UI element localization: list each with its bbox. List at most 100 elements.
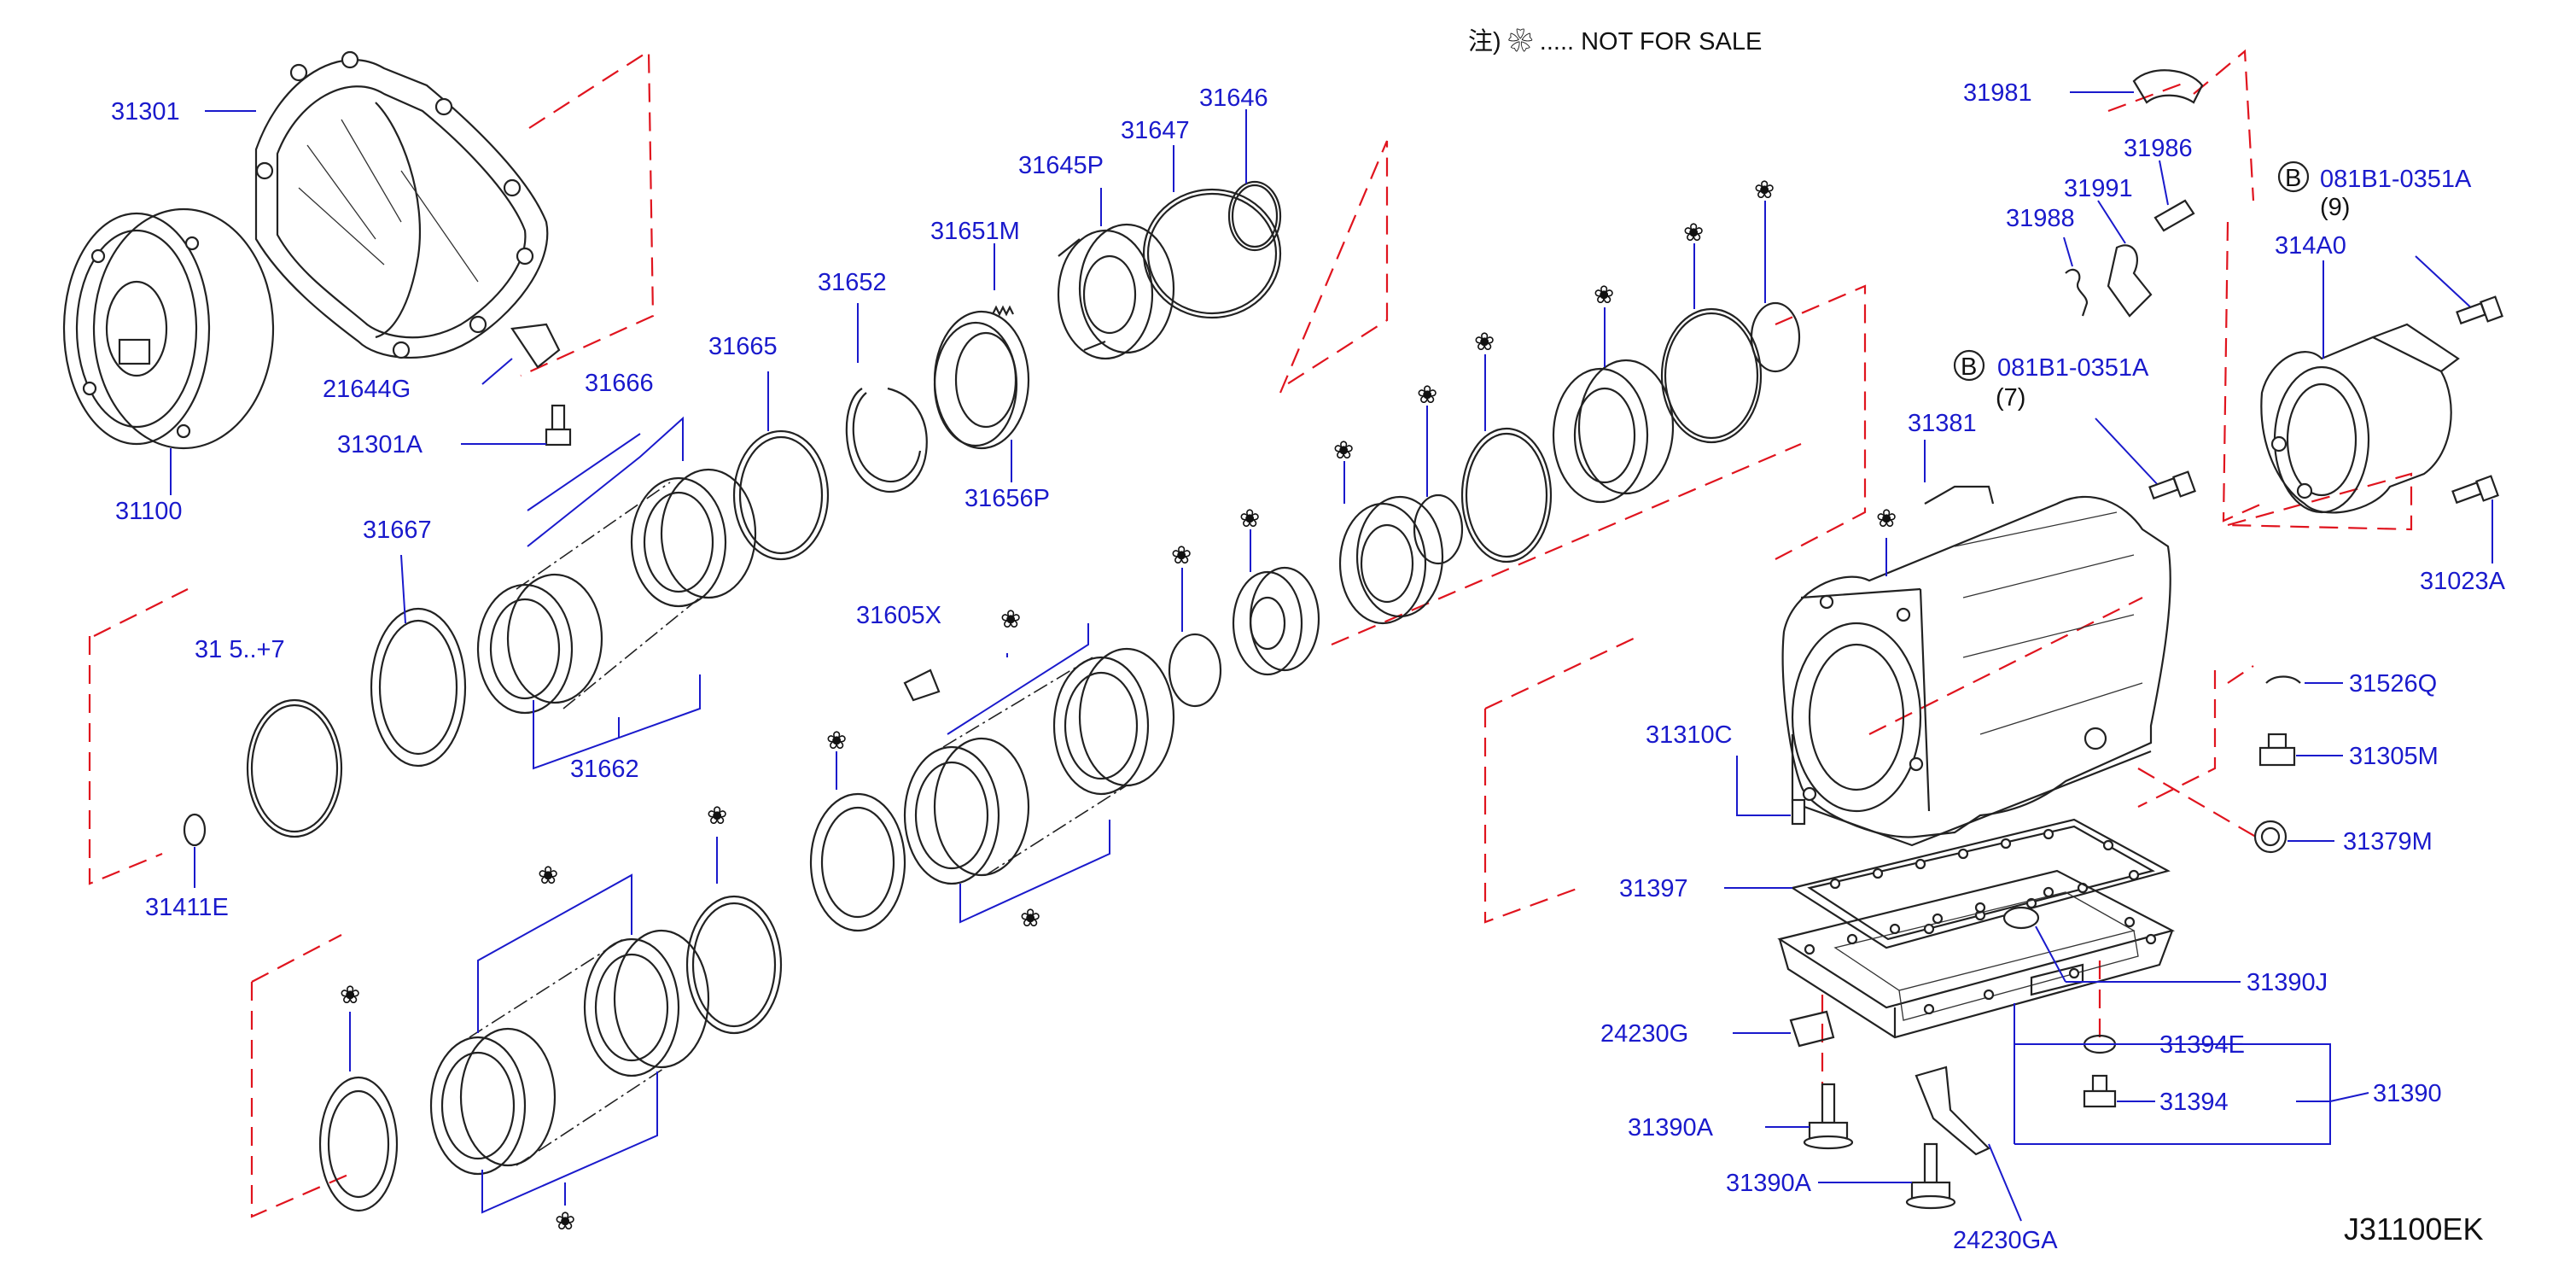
- pin-31986: [2153, 199, 2195, 232]
- label-31023A[interactable]: 31023A: [2420, 568, 2506, 595]
- bolt-31301a: [545, 404, 572, 447]
- label-31390[interactable]: 31390: [2373, 1080, 2442, 1107]
- circle-b-9-letter: B: [2285, 165, 2301, 192]
- label-31100[interactable]: 31100: [115, 498, 183, 525]
- spring-31651m: [992, 305, 1014, 317]
- bolt-31390a-upper: [1803, 1083, 1854, 1150]
- mark-ring-lower: ❀: [707, 803, 727, 830]
- piston-31645p: [1057, 223, 1175, 360]
- mark-case: ❀: [1876, 505, 1897, 533]
- label-31397[interactable]: 31397: [1619, 875, 1688, 902]
- label-31310C[interactable]: 31310C: [1646, 721, 1733, 749]
- label-24230G[interactable]: 24230G: [1600, 1020, 1688, 1048]
- label-31411E[interactable]: 31411E: [145, 894, 229, 921]
- transmission-case: [1781, 495, 2171, 847]
- label-31666[interactable]: 31666: [585, 370, 654, 397]
- label-31301[interactable]: 31301: [111, 98, 180, 126]
- label-31390A-lower[interactable]: 31390A: [1726, 1170, 1812, 1197]
- label-31662[interactable]: 31662: [570, 756, 639, 783]
- label-314A0[interactable]: 314A0: [2275, 232, 2346, 260]
- label-081B1-0351A-7[interactable]: 081B1-0351A: [1997, 354, 2149, 382]
- plug-31305m: [2258, 733, 2296, 767]
- label-31646[interactable]: 31646: [1199, 85, 1268, 112]
- label-31390A-upper[interactable]: 31390A: [1628, 1114, 1714, 1141]
- label-31526Q[interactable]: 31526Q: [2349, 670, 2437, 698]
- label-31991[interactable]: 31991: [2064, 175, 2133, 202]
- label-31645P[interactable]: 31645P: [1018, 152, 1104, 179]
- bolt-31390a-lower: [1905, 1142, 1956, 1210]
- label-31379M[interactable]: 31379M: [2343, 828, 2433, 855]
- bracket-21644g: [510, 323, 561, 369]
- label-31381[interactable]: 31381: [1908, 410, 1977, 437]
- bolt-081b1-9: [2456, 295, 2503, 325]
- label-31305M[interactable]: 31305M: [2349, 743, 2439, 770]
- label-31651M[interactable]: 31651M: [930, 218, 1020, 245]
- oil-pan-gasket-31397: [1790, 818, 2171, 949]
- clutch-disc-middle: [809, 792, 906, 932]
- label-31986[interactable]: 31986: [2124, 135, 2193, 162]
- mark-lower-pack-bottom: ❀: [555, 1208, 575, 1235]
- drain-plug-31394: [2083, 1074, 2117, 1108]
- label-31647[interactable]: 31647: [1121, 117, 1190, 144]
- mark-bearing: ❀: [1333, 437, 1354, 464]
- clutch-disc-lower: [318, 1076, 399, 1212]
- diagram-code: J31100EK: [2344, 1212, 2483, 1247]
- label-31652[interactable]: 31652: [818, 269, 887, 296]
- seal-31647: [1142, 188, 1282, 319]
- mark-drum: ❀: [1594, 282, 1614, 309]
- ring-lower: [685, 895, 783, 1035]
- label-081B1-0351A-9[interactable]: 081B1-0351A: [2320, 166, 2472, 193]
- snap-ring-left: [246, 698, 343, 838]
- label-31665[interactable]: 31665: [708, 333, 778, 360]
- mark-seal-ring-small-right: ❀: [1754, 177, 1775, 204]
- mark-snap-ring-center: ❀: [1171, 542, 1192, 569]
- gear-set-center: [1232, 566, 1320, 676]
- mark-seal-large: ❀: [1474, 329, 1495, 356]
- label-31390J[interactable]: 31390J: [2247, 969, 2328, 996]
- seal-small-center: [1413, 493, 1464, 565]
- part-31605x: [903, 669, 941, 702]
- seal-31526q: [2265, 675, 2301, 684]
- plug-31379m: [2253, 820, 2288, 854]
- plate-31656p: [933, 310, 1030, 450]
- label-31605X[interactable]: 31605X: [856, 602, 941, 629]
- circle-b-7: [1953, 349, 1985, 382]
- mark-seal-ring-right: ❀: [1683, 219, 1704, 247]
- snap-ring-center: [1168, 633, 1222, 708]
- circle-b-9: [2277, 161, 2310, 193]
- seal-31411e: [183, 813, 207, 847]
- label-31988[interactable]: 31988: [2006, 205, 2075, 232]
- not-for-sale-note: 注) ❀ ..... NOT FOR SALE: [1468, 27, 1762, 55]
- extension-housing-314a0: [2260, 323, 2460, 514]
- partial-label: 31 5..+7: [195, 636, 285, 663]
- seal-31646: [1227, 180, 1282, 252]
- clutch-disc-31667: [370, 607, 467, 768]
- seal-ring-small-right: [1750, 301, 1801, 373]
- label-31656P[interactable]: 31656P: [965, 485, 1050, 512]
- clutch-pack-middle: [903, 647, 1175, 885]
- label-31301A[interactable]: 31301A: [337, 431, 423, 458]
- ring-31665: [732, 429, 830, 561]
- snap-ring-31652: [845, 387, 928, 493]
- seal-ring-right: [1660, 307, 1763, 444]
- bracket-24230g: [1789, 1010, 1835, 1048]
- mark-middle-pack: ❀: [1020, 905, 1040, 932]
- mark-lower-pack-top: ❀: [538, 862, 558, 890]
- bracket-24230ga: [1915, 1066, 1990, 1156]
- mark-disc-lower: ❀: [340, 982, 360, 1009]
- label-31394[interactable]: 31394: [2159, 1089, 2229, 1116]
- circle-b-7-letter: B: [1961, 353, 1977, 381]
- label-081B1-0351A-7-qty: (7): [1996, 384, 2025, 412]
- label-081B1-0351A-9-qty: (9): [2320, 194, 2350, 221]
- label-31981[interactable]: 31981: [1963, 79, 2032, 107]
- seal-large-center: [1460, 427, 1553, 563]
- label-21644G[interactable]: 21644G: [323, 376, 411, 403]
- mark-gear-set: ❀: [1239, 505, 1260, 533]
- label-24230GA[interactable]: 24230GA: [1953, 1227, 2058, 1254]
- label-31667[interactable]: 31667: [363, 517, 432, 544]
- part-31981: [2132, 69, 2204, 104]
- mark-seal-small: ❀: [1417, 382, 1437, 409]
- bolt-31023a: [2451, 475, 2499, 505]
- mark-disc-middle: ❀: [826, 727, 847, 755]
